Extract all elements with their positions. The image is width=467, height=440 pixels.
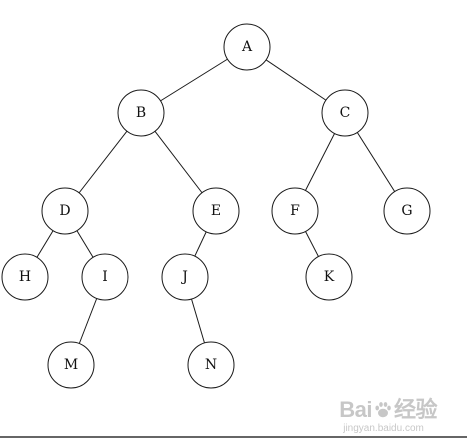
tree-node-h: H xyxy=(1,253,49,301)
tree-node-n: N xyxy=(187,341,235,389)
node-circle xyxy=(81,253,129,301)
node-label: K xyxy=(324,269,335,285)
tree-nodes: A B C D E F G H I J K M N xyxy=(1,23,431,389)
tree-node-d: D xyxy=(41,187,89,235)
node-circle xyxy=(47,341,95,389)
node-circle xyxy=(161,253,209,301)
node-label: I xyxy=(102,269,108,285)
node-circle xyxy=(1,253,49,301)
node-label: J xyxy=(180,269,188,285)
node-circle xyxy=(271,187,319,235)
tree-node-c: C xyxy=(321,89,369,137)
node-label: M xyxy=(64,357,78,373)
node-circle xyxy=(41,187,89,235)
tree-node-e: E xyxy=(192,187,240,235)
tree-node-g: G xyxy=(383,187,431,235)
node-circle xyxy=(321,89,369,137)
node-circle xyxy=(305,253,353,301)
node-label: N xyxy=(205,357,217,373)
node-circle xyxy=(117,89,165,137)
tree-node-i: I xyxy=(81,253,129,301)
tree-node-m: M xyxy=(47,341,95,389)
node-label: F xyxy=(290,203,300,219)
watermark-subtitle: jingyan.baidu.com xyxy=(343,423,424,434)
tree-node-j: J xyxy=(161,253,209,301)
node-circle xyxy=(223,23,271,71)
node-circle xyxy=(192,187,240,235)
paw-icon xyxy=(375,402,391,418)
node-circle xyxy=(383,187,431,235)
node-label: H xyxy=(19,269,31,285)
node-label: E xyxy=(211,203,221,219)
node-label: G xyxy=(401,203,412,219)
node-label: B xyxy=(136,105,146,121)
node-label: C xyxy=(340,105,351,121)
watermark: Bai 经验 jingyan.baidu.com xyxy=(339,397,438,435)
tree-node-a: A xyxy=(223,23,271,71)
tree-node-k: K xyxy=(305,253,353,301)
tree-node-f: F xyxy=(271,187,319,235)
node-label: A xyxy=(241,39,253,55)
node-circle xyxy=(187,341,235,389)
tree-node-b: B xyxy=(117,89,165,137)
node-label: D xyxy=(59,203,70,219)
watermark-brand-left: Bai xyxy=(339,397,372,422)
watermark-brand-right: 经验 xyxy=(393,397,438,422)
